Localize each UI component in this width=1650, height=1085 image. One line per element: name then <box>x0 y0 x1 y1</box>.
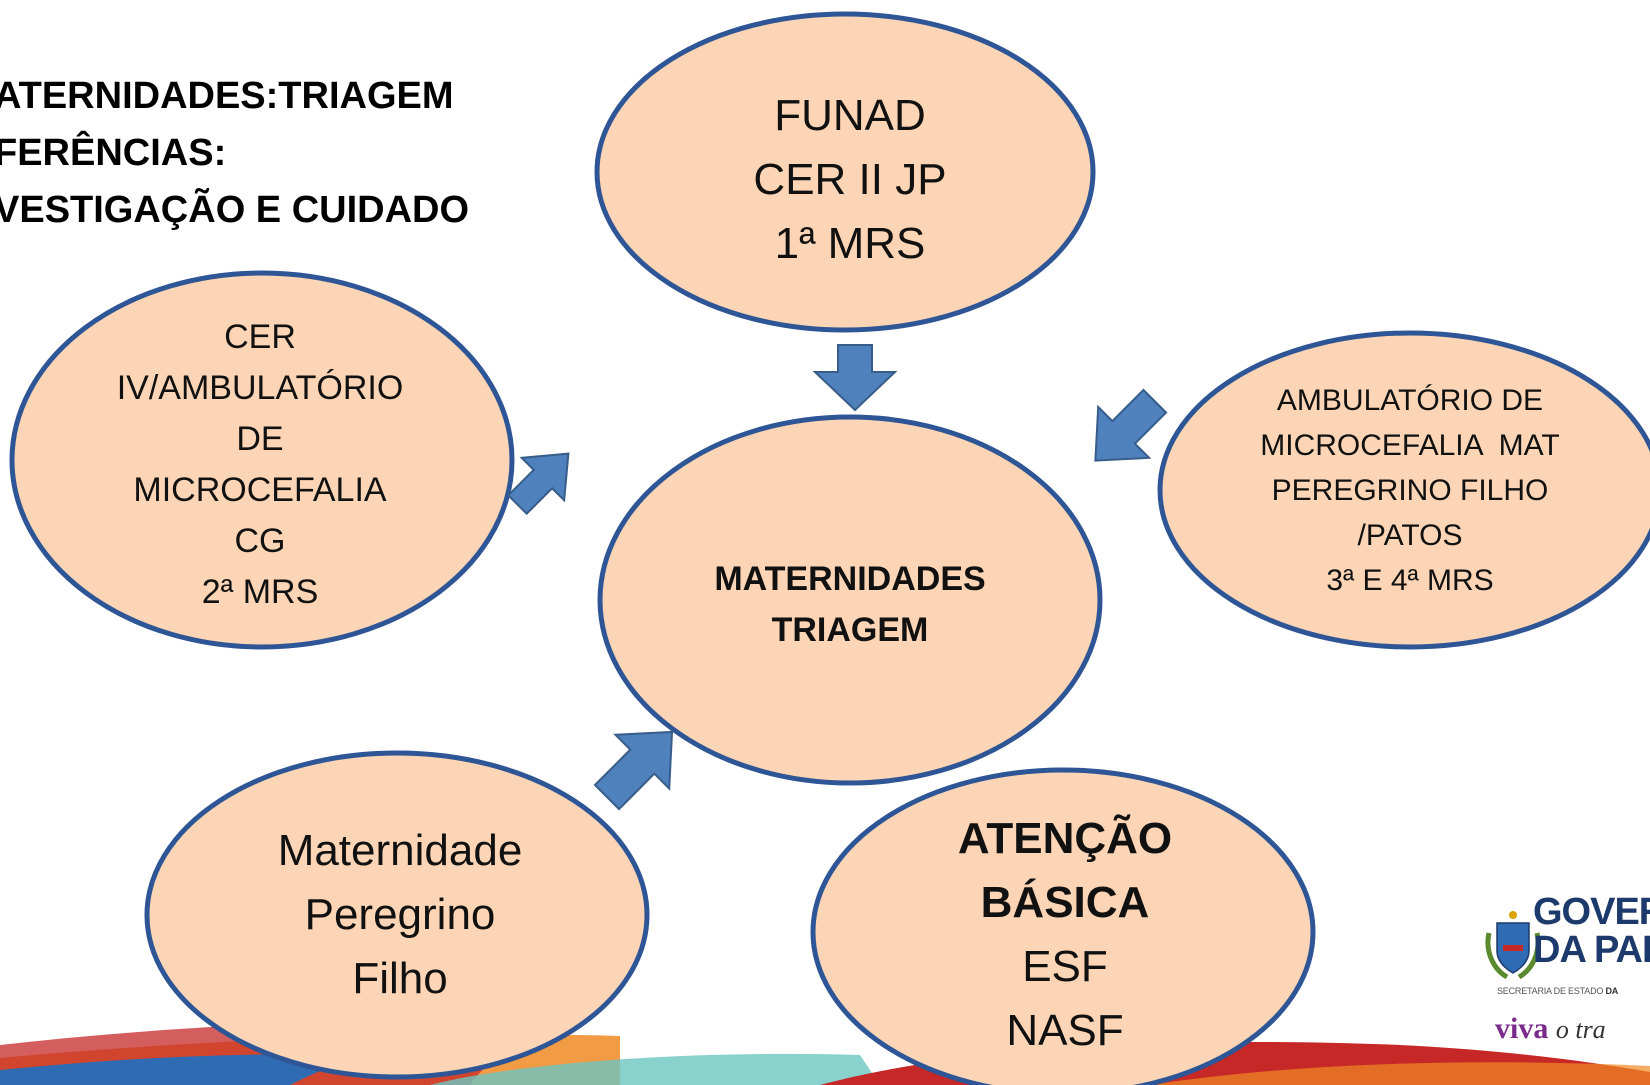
heading-line-2: FERÊNCIAS: <box>0 132 227 174</box>
arrows <box>506 344 1168 811</box>
atencao-line-1: ATENÇÃO <box>957 814 1173 863</box>
peregrino-line-2: Peregrino <box>304 890 496 939</box>
cer-line-1: CER <box>224 318 296 356</box>
logo-subtitle-bold: DA <box>1605 986 1619 996</box>
slide-heading: ATERNIDADES:TRIAGEM FERÊNCIAS: VESTIGAÇÃ… <box>0 68 469 239</box>
peregrino-line-1: Maternidade <box>277 826 523 875</box>
node-peregrino-ellipse <box>144 750 650 1080</box>
maternidades-line-1: MATERNIDADES <box>714 560 986 598</box>
node-ambulatorio-label: AMBULATÓRIO DE MICROCEFALIA MAT PEREGRIN… <box>1180 380 1640 600</box>
heading-line-3: VESTIGAÇÃO E CUIDADO <box>0 189 470 231</box>
logo-crest <box>1485 911 1541 980</box>
arrow-peregrino-to-maternidades <box>593 730 674 811</box>
crest-band <box>1503 945 1523 951</box>
node-maternidades-ellipse <box>597 414 1103 786</box>
band-stripe-orange-right <box>1150 1062 1650 1085</box>
arrow-cer-to-maternidades <box>506 452 570 516</box>
atencao-line-4: NASF <box>1006 1006 1124 1055</box>
node-atencao-ellipse <box>810 767 1316 1085</box>
cer-line-4: MICROCEFALIA <box>133 471 387 509</box>
peregrino-line-3: Filho <box>352 954 448 1003</box>
atencao-line-3: ESF <box>1022 942 1108 991</box>
crest-star <box>1509 911 1517 919</box>
node-cer-label: CER IV/AMBULATÓRIO DE MICROCEFALIA CG 2ª… <box>60 305 460 625</box>
atencao-line-2: BÁSICA <box>980 878 1150 927</box>
ambulatorio-line-3: PEREGRINO FILHO <box>1271 473 1549 507</box>
ambulatorio-line-4: /PATOS <box>1357 518 1463 552</box>
cer-line-5: CG <box>234 522 286 560</box>
ambulatorio-line-5: 3ª E 4ª MRS <box>1326 563 1494 597</box>
logo-slogan: viva o tra <box>1495 1012 1606 1046</box>
government-logo: GOVER DA PAR SECRETARIA DE ESTADO DA viv… <box>1455 880 1650 1085</box>
node-ambulatorio-ellipse <box>1157 330 1650 650</box>
heading-line-1: ATERNIDADES:TRIAGEM <box>0 75 454 117</box>
node-funad-ellipse <box>594 11 1096 333</box>
ambulatorio-line-2: MICROCEFALIA MAT <box>1260 428 1560 462</box>
logo-slogan-bold: viva <box>1495 1012 1549 1045</box>
crest-laurel-left <box>1485 932 1509 980</box>
logo-subtitle: SECRETARIA DE ESTADO DA <box>1497 986 1618 996</box>
node-peregrino-label: Maternidade Peregrino Filho <box>200 815 600 1015</box>
cer-line-6: 2ª MRS <box>201 573 319 611</box>
arrow-ambulatorio-to-maternidades <box>1094 388 1168 462</box>
node-atencao-label: ATENÇÃO BÁSICA ESF NASF <box>860 805 1270 1065</box>
logo-word-2: DA PAR <box>1533 929 1650 971</box>
logo-subtitle-prefix: SECRETARIA DE ESTADO <box>1497 986 1606 996</box>
cer-line-3: DE <box>236 420 284 458</box>
logo-word-1: GOVER <box>1533 891 1650 933</box>
cer-line-2: IV/AMBULATÓRIO <box>116 369 404 407</box>
node-cer-ellipse <box>9 270 515 650</box>
band-stripe-blue <box>0 1054 360 1085</box>
maternidades-line-2: TRIAGEM <box>771 611 929 649</box>
band-stripe-teal <box>430 1053 880 1085</box>
logo-slogan-italic: o tra <box>1555 1015 1606 1044</box>
funad-line-2: CER II JP <box>753 155 947 204</box>
node-funad-label: FUNAD CER II JP 1ª MRS <box>640 80 1060 280</box>
crest-laurel-right <box>1517 932 1541 980</box>
funad-line-3: 1ª MRS <box>774 219 926 268</box>
node-maternidades-label: MATERNIDADES TRIAGEM <box>640 545 1060 665</box>
ambulatorio-line-1: AMBULATÓRIO DE <box>1276 383 1544 417</box>
funad-line-1: FUNAD <box>774 91 926 140</box>
arrow-funad-to-maternidades <box>812 344 898 412</box>
